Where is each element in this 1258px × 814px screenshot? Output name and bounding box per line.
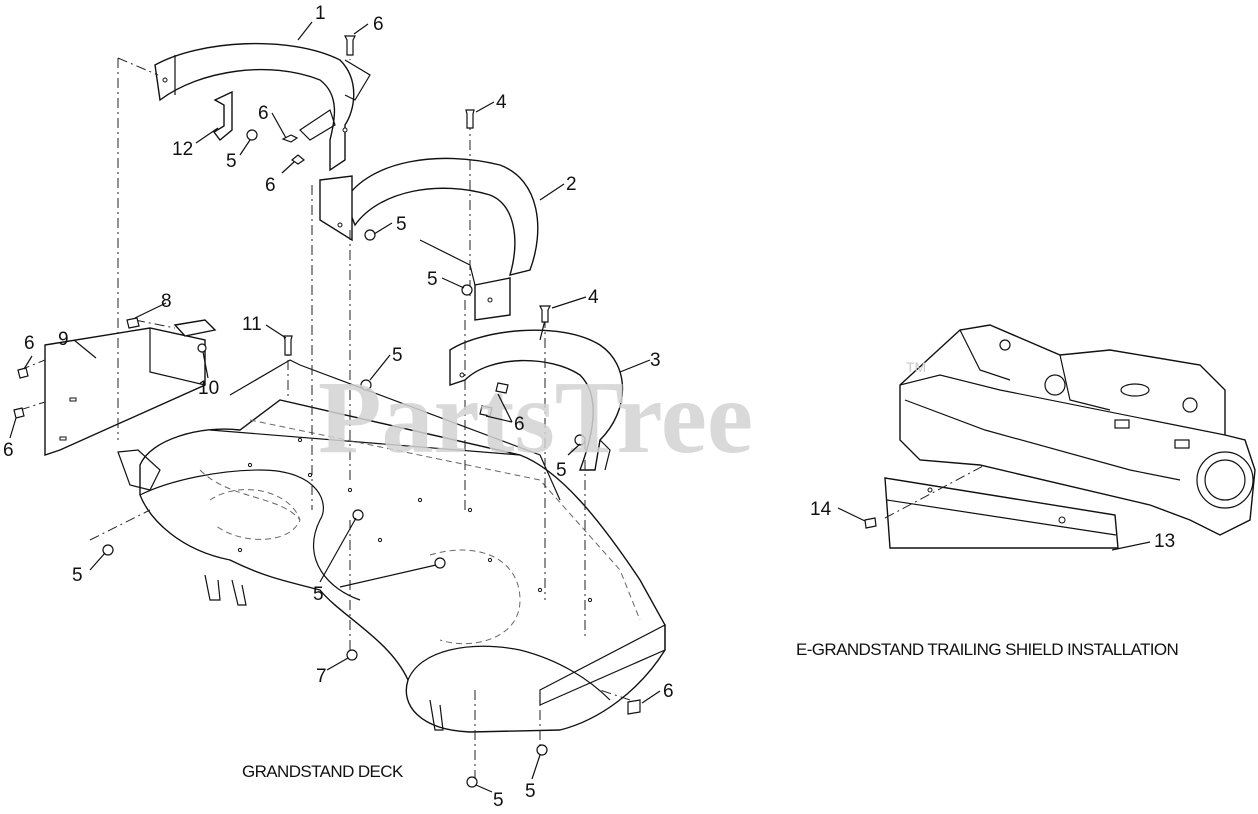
callout-6f: 6 — [3, 440, 14, 461]
callout-5i: 5 — [525, 781, 536, 802]
callout-2: 2 — [566, 174, 577, 195]
screw-14 — [864, 517, 877, 529]
callout-6e: 6 — [24, 333, 35, 354]
callout-6c: 6 — [265, 175, 276, 196]
callout-6d: 6 — [514, 414, 525, 435]
callout-5g: 5 — [313, 584, 324, 605]
callout-3: 3 — [650, 350, 661, 371]
callout-11: 11 — [242, 314, 262, 335]
watermark-text: PartsTree — [318, 360, 753, 475]
callout-4a: 4 — [496, 92, 507, 113]
callout-6b: 6 — [258, 103, 269, 124]
bracket-12 — [212, 90, 233, 142]
side-plate-9 — [44, 327, 206, 456]
callout-5e: 5 — [556, 460, 567, 481]
trailing-shield-assembly — [864, 324, 1256, 549]
callout-7: 7 — [316, 666, 327, 687]
callout-5c: 5 — [427, 269, 438, 290]
callout-labels: 1 2 3 4 4 5 5 5 5 5 5 5 5 5 5 6 6 6 6 6 … — [3, 3, 1175, 811]
watermark-trademark: TM — [906, 359, 926, 375]
callout-5f: 5 — [72, 565, 83, 586]
belt-shield-3 — [449, 319, 624, 471]
callout-10: 10 — [198, 378, 219, 399]
callout-6a: 6 — [373, 14, 384, 35]
belt-shield-2 — [319, 157, 539, 321]
grandstand-deck-assembly — [13, 35, 666, 788]
callout-5h: 5 — [493, 790, 504, 811]
callout-5b: 5 — [396, 214, 407, 235]
caption-grandstand-deck: GRANDSTAND DECK — [242, 762, 404, 781]
shield-centerline — [884, 464, 986, 519]
callout-13: 13 — [1154, 531, 1175, 552]
callout-14: 14 — [810, 499, 832, 520]
callout-8: 8 — [161, 291, 172, 312]
callout-12: 12 — [172, 139, 193, 160]
caption-trailing-shield: E-GRANDSTAND TRAILING SHIELD INSTALLATIO… — [796, 640, 1178, 659]
callout-5a: 5 — [226, 151, 237, 172]
trailing-shield-13 — [884, 477, 1119, 549]
grandstand-frame — [899, 324, 1256, 536]
callout-9: 9 — [58, 329, 69, 350]
callout-5d: 5 — [392, 345, 403, 366]
leader-lines — [9, 21, 1151, 793]
hardware — [13, 35, 641, 788]
belt-shield-1 — [154, 42, 371, 172]
clip-10 — [173, 319, 217, 337]
assembly-centerlines — [19, 45, 631, 780]
callout-4b: 4 — [588, 287, 599, 308]
callout-1: 1 — [315, 3, 326, 24]
callout-6g: 6 — [663, 681, 674, 702]
